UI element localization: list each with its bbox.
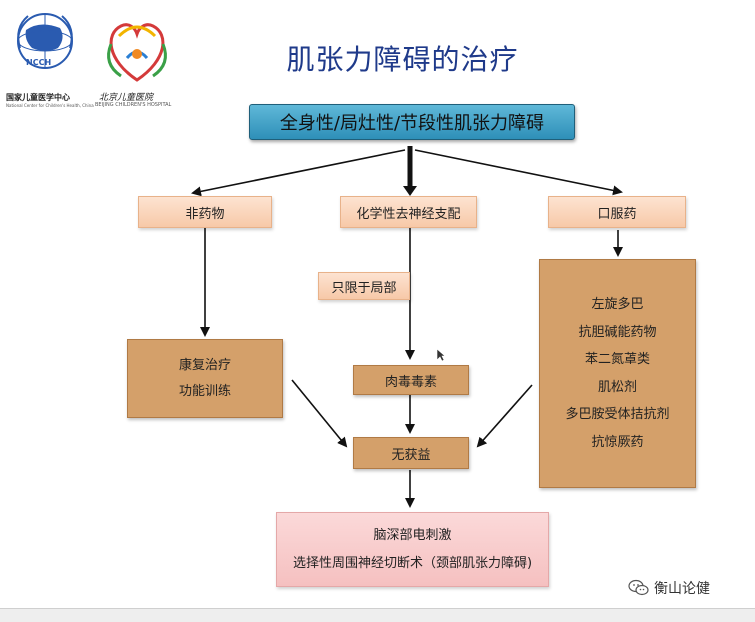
bch-name: 北京儿童医院	[99, 93, 154, 103]
oral-drug-item: 苯二氮䓬类	[584, 352, 650, 367]
rehab-box: 康复治疗 功能训练	[127, 339, 283, 418]
ncch-emblem-text: NCCH	[26, 58, 52, 67]
oral-drug-item: 多巴胺受体拮抗剂	[565, 407, 670, 422]
wechat-icon	[628, 579, 649, 596]
rehab-line-1: 康复治疗	[178, 357, 231, 373]
surgery-line-1: 脑深部电刺激	[373, 527, 452, 543]
arrow-drugs-to-nobenefit	[476, 384, 533, 448]
botox-box: 肉毒毒素	[353, 365, 469, 395]
watermark: 衡山论健	[628, 578, 710, 598]
rehab-line-2: 功能训练	[178, 383, 231, 399]
slide-title: 肌张力障碍的治疗	[286, 43, 519, 76]
slide: NCCH 国家儿童医学中心 National Center for Childr…	[4, 8, 710, 598]
bch-logo: 北京儿童医院 BEIJING CHILDREN'S HOSPITAL	[95, 10, 185, 108]
arrow-rehab-to-nobenefit	[291, 379, 348, 448]
nondrug-box: 非药物	[138, 196, 272, 228]
surgery-box: 脑深部电刺激 选择性周围神经切断术（颈部肌张力障碍)	[276, 512, 549, 587]
flow-arrows	[191, 146, 623, 508]
arrow-root-to-nondrug	[191, 149, 406, 197]
oral-drug-item: 左旋多巴	[591, 297, 644, 312]
local-only-note: 只限于局部	[318, 272, 410, 300]
root-box: 全身性/局灶性/节段性肌张力障碍	[249, 104, 575, 140]
oral-drug-box: 口服药	[548, 196, 686, 228]
bch-subtitle: BEIJING CHILDREN'S HOSPITAL	[95, 102, 172, 108]
oral-drug-item: 肌松剂	[597, 379, 637, 395]
ncch-logo: NCCH 国家儿童医学中心 National Center for Childr…	[4, 8, 94, 108]
no-benefit-box: 无获益	[353, 437, 469, 469]
oral-drug-item: 抗惊厥药	[591, 434, 644, 450]
chemical-denervation-box: 化学性去神经支配	[340, 196, 477, 228]
ncch-name: 国家儿童医学中心	[6, 93, 70, 102]
surgery-line-2: 选择性周围神经切断术（颈部肌张力障碍)	[292, 555, 533, 571]
oral-drug-item: 抗胆碱能药物	[578, 324, 657, 340]
watermark-text: 衡山论健	[654, 581, 710, 597]
arrow-root-to-oral	[414, 149, 623, 196]
mouse-cursor-icon	[436, 348, 446, 362]
oral-drugs-list-box: 左旋多巴 抗胆碱能药物 苯二氮䓬类 肌松剂 多巴胺受体拮抗剂 抗惊厥药	[539, 259, 696, 488]
ncch-subtitle: National Center for Children's Health, C…	[6, 103, 94, 108]
bottom-bar	[0, 608, 755, 622]
